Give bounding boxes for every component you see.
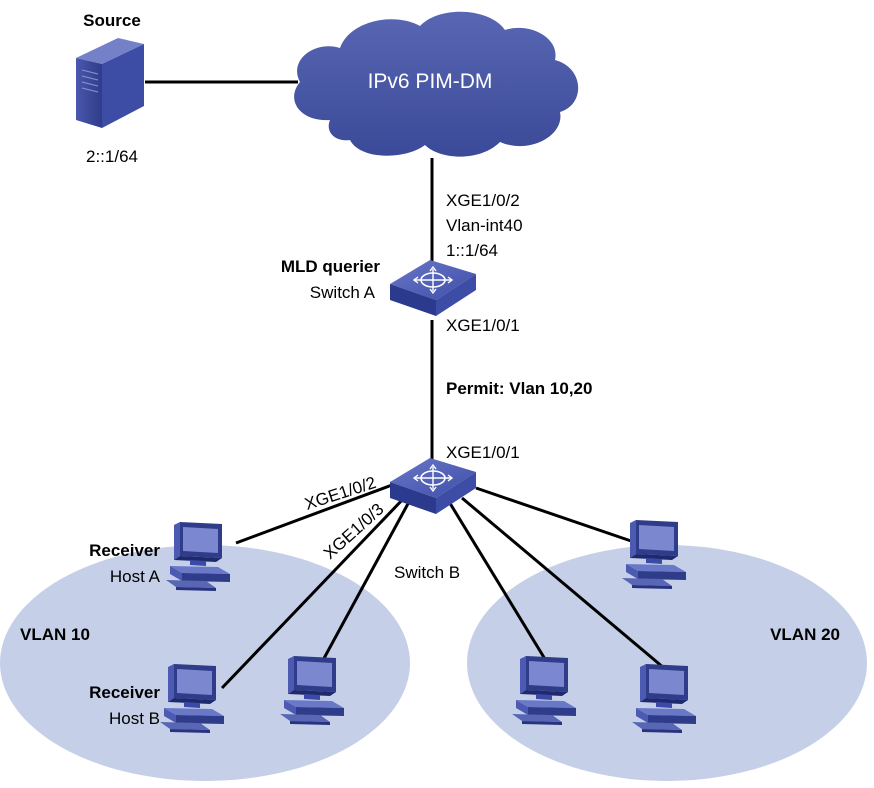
trunk-label: Permit: Vlan 10,20 <box>446 379 592 398</box>
switch-b-name: Switch B <box>394 563 460 582</box>
link-host-a <box>235 483 393 545</box>
host-b-role: Receiver <box>89 683 160 702</box>
switch-a-uplink-port: XGE1/0/2 <box>446 191 520 210</box>
host-a-role: Receiver <box>89 541 160 560</box>
host-icon <box>632 664 696 733</box>
cloud-label: IPv6 PIM-DM <box>368 70 493 93</box>
vlan20-label: VLAN 20 <box>770 625 840 644</box>
source-address: 2::1/64 <box>86 147 138 166</box>
host-icon <box>160 664 224 733</box>
link-vlan20-host-1 <box>446 499 550 665</box>
host-icon <box>280 656 344 725</box>
switch-a-uplink-vlan-interface: Vlan-int40 <box>446 216 523 235</box>
switch-a-role: MLD querier <box>281 257 381 276</box>
switch-a-name: Switch A <box>310 283 376 302</box>
switch-a-downlink-port: XGE1/0/1 <box>446 316 520 335</box>
host-b-name: Host B <box>109 709 160 728</box>
cloud-icon <box>294 11 579 157</box>
switch-icon <box>389 259 477 317</box>
link-host-b <box>220 495 407 690</box>
switch-a-uplink-address: 1::1/64 <box>446 241 498 260</box>
switch-icon <box>389 457 477 515</box>
link-vlan20-host-2 <box>461 496 665 670</box>
vlan10-label: VLAN 10 <box>20 625 90 644</box>
switch-b-uplink-port: XGE1/0/1 <box>446 443 520 462</box>
link-vlan10-host <box>320 499 412 663</box>
host-a-name: Host A <box>110 567 161 586</box>
host-icon <box>166 522 230 591</box>
source-title: Source <box>83 11 141 30</box>
vlan20-area <box>467 545 867 781</box>
links <box>145 80 665 690</box>
host-icon <box>512 656 576 725</box>
link-vlan20-host-3 <box>475 486 635 544</box>
host-icon <box>622 520 686 589</box>
server-icon <box>76 38 144 128</box>
